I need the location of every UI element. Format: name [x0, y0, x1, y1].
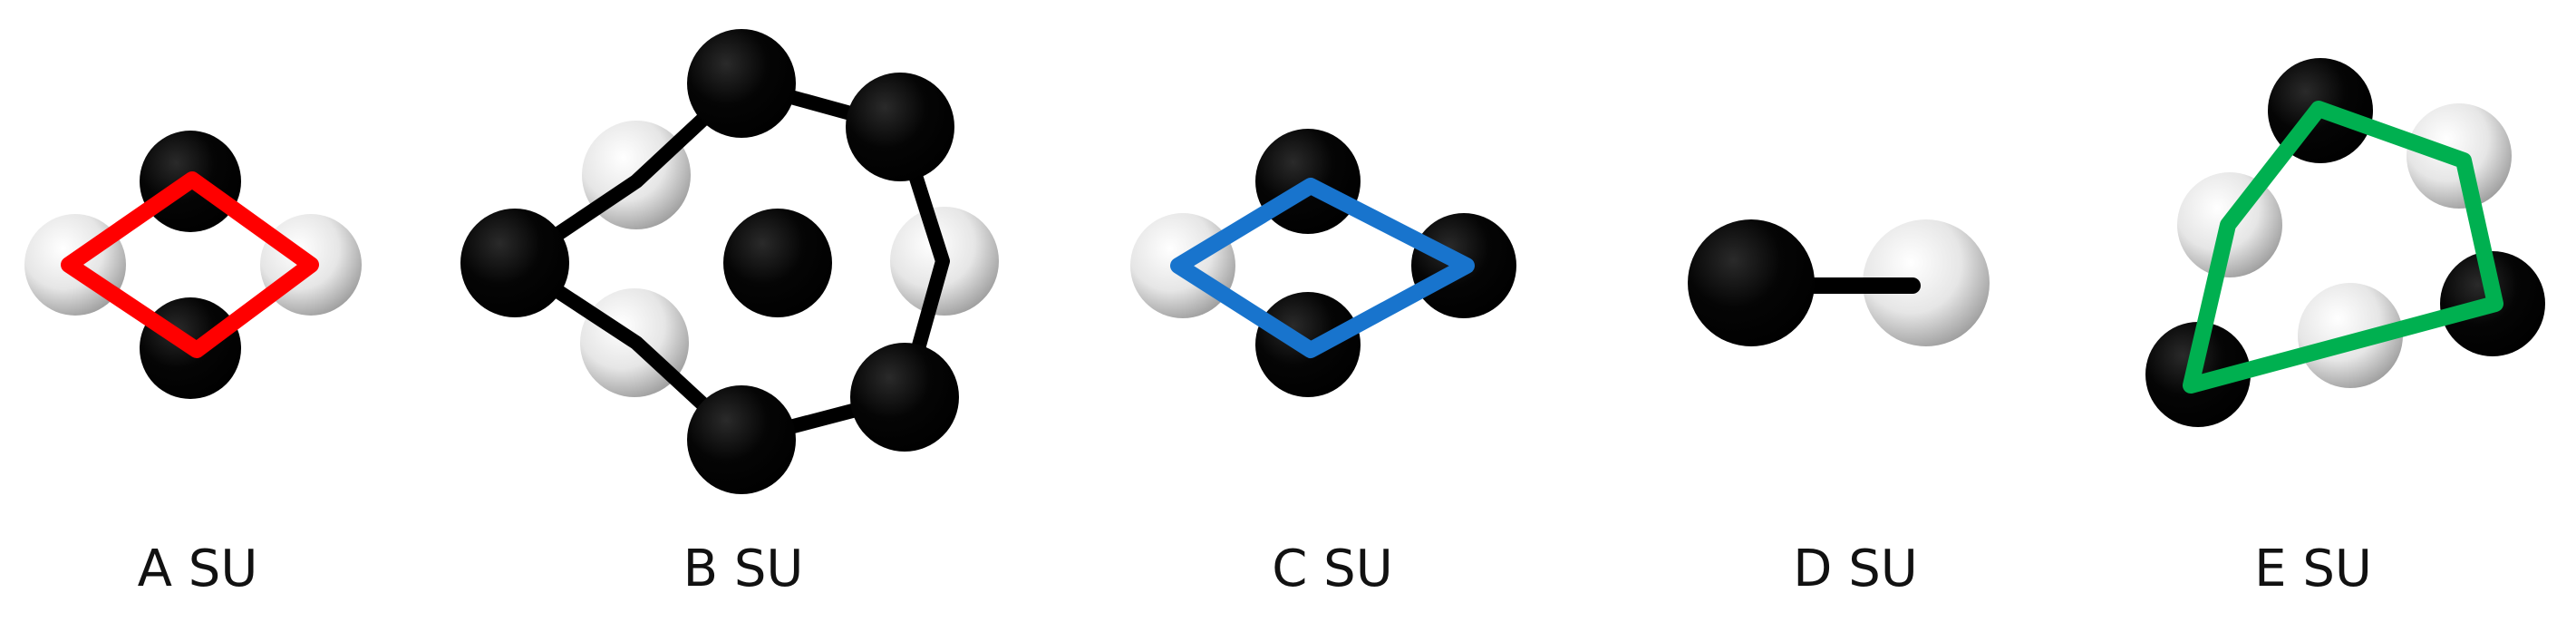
e-bond-quadrilateral: [2183, 101, 2503, 394]
black-atom: [850, 343, 959, 452]
label-a-su: A SU: [137, 540, 258, 598]
white-atom: [1863, 219, 1990, 346]
label-b-su: B SU: [683, 540, 804, 598]
unit-d: [1688, 219, 1990, 346]
unit-a: [24, 131, 362, 399]
black-atom: [846, 73, 954, 181]
black-atom: [460, 209, 569, 317]
black-atom: [687, 385, 796, 494]
black-atom: [687, 29, 796, 138]
unit-b: [460, 29, 999, 494]
b-bond-chain: [510, 76, 950, 447]
a-bond-diamond: [61, 171, 319, 358]
label-d-su: D SU: [1793, 540, 1918, 598]
c-bond-diamond: [1170, 178, 1475, 358]
unit-c: [1130, 129, 1516, 397]
label-c-su: C SU: [1272, 540, 1393, 598]
label-e-su: E SU: [2254, 540, 2372, 598]
black-atom: [723, 209, 832, 317]
unit-e: [2145, 58, 2545, 427]
black-atom: [1688, 219, 1815, 346]
